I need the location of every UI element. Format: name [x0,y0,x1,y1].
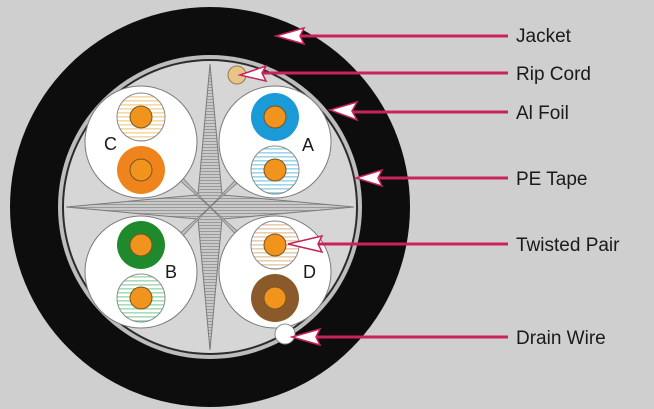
pair-label-c: C [104,134,117,154]
copper-conductor [129,233,153,257]
copper-conductor [263,286,287,310]
callout-twisted-pair [287,234,508,254]
callout-pe-tape [353,168,508,188]
copper-conductor [263,158,287,182]
label-al-foil: Al Foil [516,103,569,124]
pair-label-a: A [302,135,314,155]
copper-conductor [129,105,153,129]
pair-label-d: D [303,262,316,282]
label-rip-cord: Rip Cord [516,64,591,85]
label-twisted-pair: Twisted Pair [516,235,620,256]
callout-rip-cord [237,64,508,83]
pair-a: A [218,85,332,199]
label-drain-wire: Drain Wire [516,328,606,349]
copper-conductor [129,158,153,182]
copper-conductor [129,286,153,310]
copper-conductor [263,105,287,129]
callout-al-foil [327,100,508,122]
pair-c: C [84,85,198,199]
drain-wire [274,323,296,345]
callout-drain-wire [289,327,508,347]
label-jacket: Jacket [516,26,572,47]
copper-conductor [263,233,287,257]
label-pe-tape: PE Tape [516,169,587,190]
pair-label-b: B [165,262,177,282]
pair-d: D [218,215,332,329]
pair-b: B [84,215,198,329]
callout-jacket [273,26,508,46]
